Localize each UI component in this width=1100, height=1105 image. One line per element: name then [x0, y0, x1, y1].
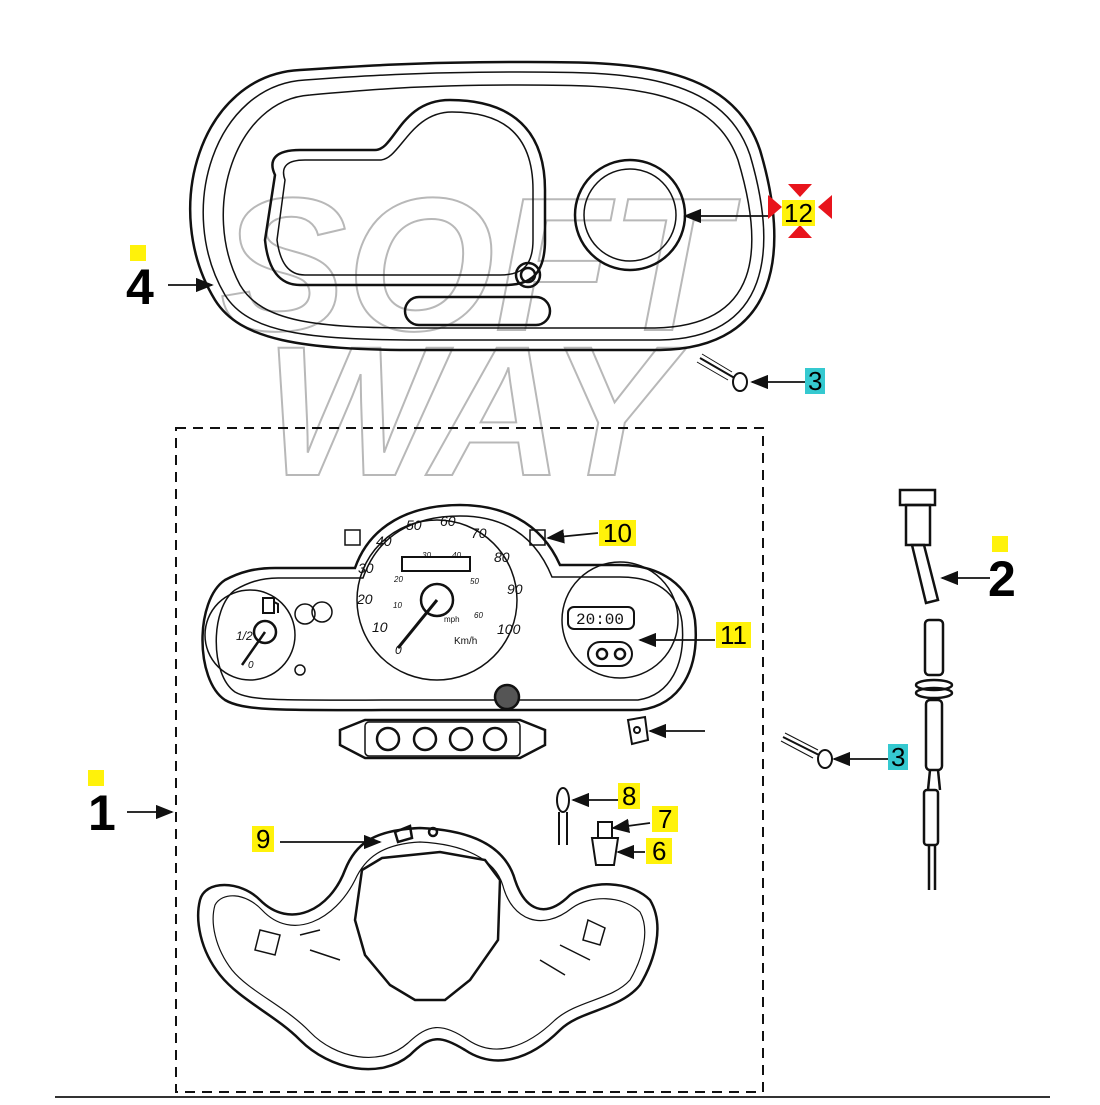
speed-unit-mph: mph [444, 615, 460, 624]
speed-mark-30: 30 [358, 560, 374, 576]
callout-5: 6 [646, 838, 673, 864]
fuel-half-mark: 1/2 [236, 629, 253, 643]
callout-9: 9 [252, 826, 275, 852]
mph-mark-50: 50 [470, 577, 479, 586]
speed-mark-70: 70 [471, 525, 487, 541]
speed-mark-100: 100 [497, 621, 521, 637]
callout-8: 10 [599, 520, 636, 546]
callout-2: 2 [988, 551, 1016, 607]
callout-10: 11 [716, 622, 751, 648]
mph-mark-10: 10 [393, 601, 402, 610]
assembly-boundary [175, 427, 764, 1093]
fuel-empty-mark: 0 [248, 660, 254, 671]
mph-mark-30: 30 [422, 551, 431, 560]
callout-3-upper: 3 [805, 368, 826, 394]
watermark: SOFT WAY [219, 158, 742, 516]
speed-mark-20: 20 [356, 591, 373, 607]
bulb-part [556, 787, 570, 845]
speed-mark-60: 60 [440, 513, 456, 529]
callout-11: 12 [782, 198, 815, 228]
mph-mark-20: 20 [393, 575, 403, 584]
speed-mark-10: 10 [372, 619, 388, 635]
speedometer-cable [898, 488, 954, 890]
highlight-tick-2 [992, 536, 1008, 552]
callout-7: 8 [618, 783, 641, 809]
gauge-labels: 10 20 30 40 50 60 70 80 90 100 10 20 30 … [236, 513, 624, 671]
clip-part [626, 715, 650, 746]
fuel-pump-icon [262, 597, 279, 614]
bulb-holder-part [590, 821, 620, 866]
callout-1: 1 [88, 785, 116, 841]
red-target-marker [768, 184, 832, 238]
speed-mark-50: 50 [406, 517, 422, 533]
screw-upper [696, 353, 748, 392]
speed-mark-zero: 0 [395, 643, 402, 657]
bottom-rule [55, 1096, 1050, 1098]
speed-mark-80: 80 [494, 549, 510, 565]
speed-mark-90: 90 [507, 581, 523, 597]
indicator-lamp-strip [338, 718, 547, 760]
clock-display: 20:00 [576, 611, 624, 629]
instrument-cluster [201, 503, 697, 712]
watermark-line2: WAY [265, 309, 687, 515]
instrument-cover [188, 60, 776, 352]
callout-3-lower: 3 [888, 744, 909, 770]
callout-6: 7 [652, 806, 679, 832]
mph-mark-60: 60 [474, 611, 483, 620]
screw-lower [780, 732, 833, 769]
highlight-tick-4 [130, 245, 146, 261]
callout-4: 4 [126, 259, 154, 315]
mph-mark-40: 40 [452, 551, 461, 560]
speed-mark-40: 40 [376, 533, 392, 549]
speed-unit-kmh: Km/h [454, 636, 477, 647]
leader-lines [127, 208, 990, 860]
highlight-tick-1 [88, 770, 104, 786]
lamp-holder-board [196, 824, 659, 1071]
